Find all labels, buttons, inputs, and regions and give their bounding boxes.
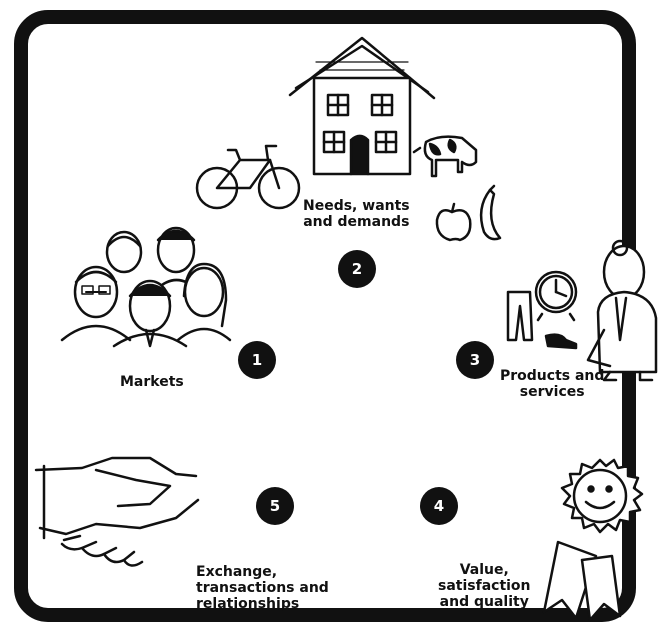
banana-icon [479, 184, 502, 241]
step-3-label: Products and services [500, 368, 605, 400]
shoe-icon [544, 333, 578, 350]
people-group-icon [60, 226, 232, 348]
trousers-icon [506, 290, 534, 342]
step-1-marker: 1 [238, 341, 276, 379]
clock-icon [534, 270, 578, 322]
house-icon [288, 36, 436, 176]
step-2-label: Needs, wants and demands [303, 198, 410, 230]
smiley-rosette-icon [542, 458, 644, 622]
handshake-icon [34, 456, 200, 567]
bicycle-icon [195, 144, 301, 210]
apple-icon [435, 202, 472, 242]
cow-icon [412, 135, 478, 178]
step-4-label: Value, satisfaction and quality [438, 562, 531, 610]
doctor-icon [586, 239, 658, 382]
step-1-label: Markets [120, 374, 184, 390]
step-5-marker: 5 [256, 487, 294, 525]
step-5-label: Exchange, transactions and relationships [196, 564, 329, 612]
step-3-marker: 3 [456, 341, 494, 379]
diagram-frame [14, 10, 636, 622]
step-2-marker: 2 [338, 250, 376, 288]
step-4-marker: 4 [420, 487, 458, 525]
